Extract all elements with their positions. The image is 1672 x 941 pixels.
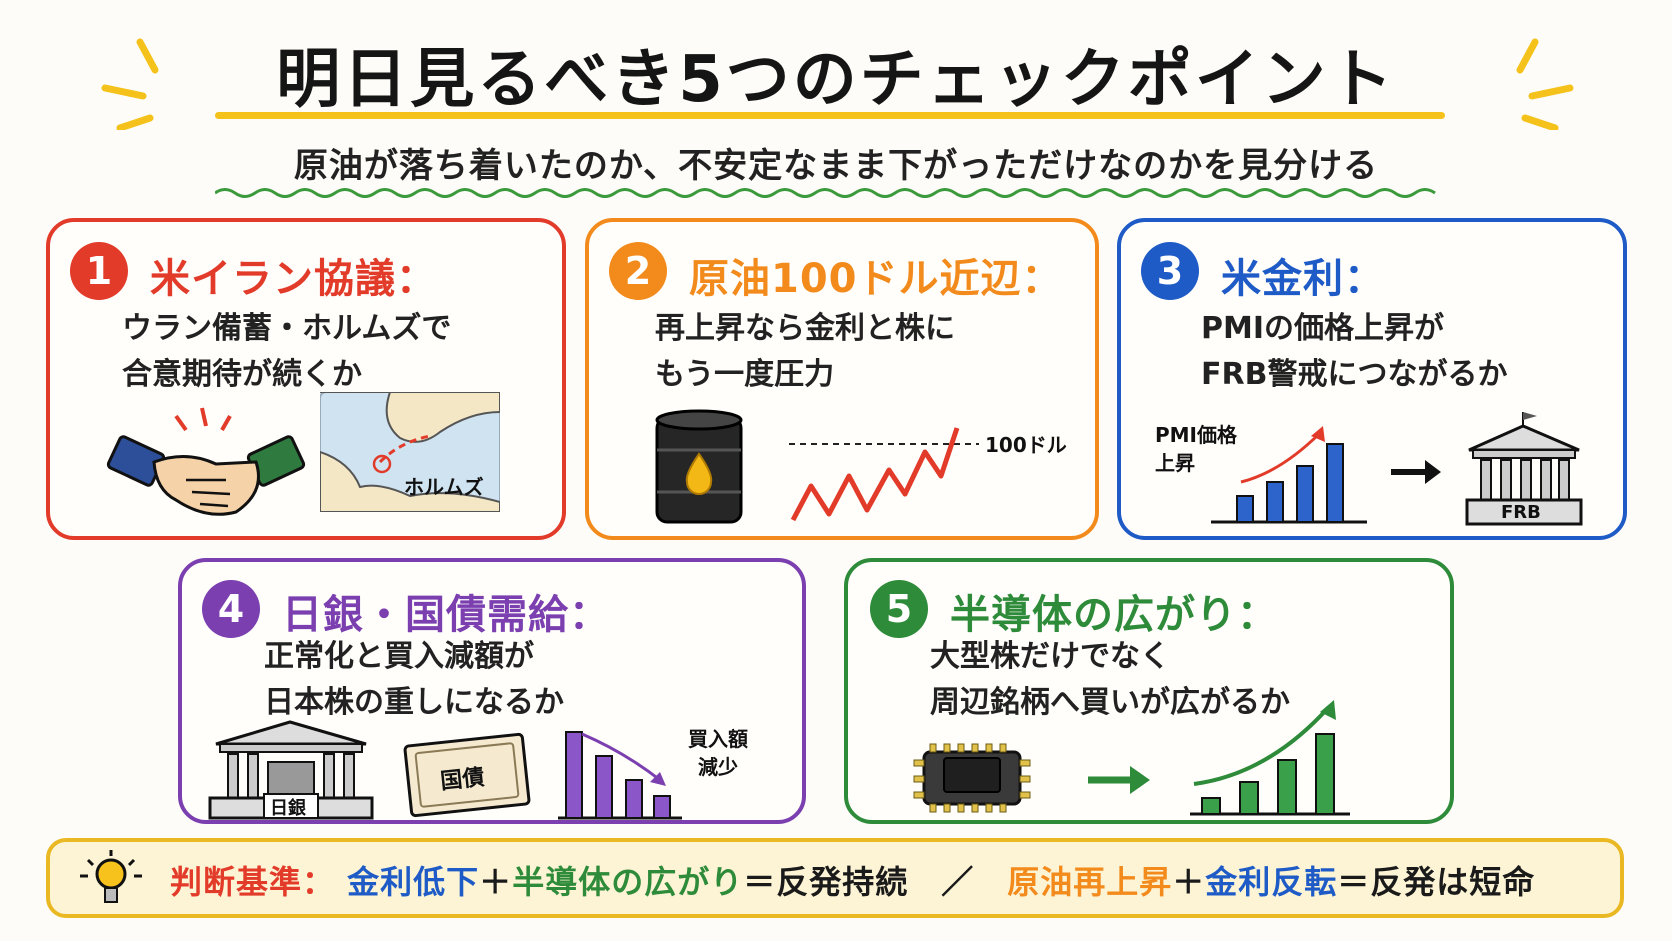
pmi-label-2: 上昇 [1155,451,1195,475]
criteria-plus: ＋ [479,863,513,901]
card-number-badge: 2 [609,242,667,300]
card-us-iran-talks: 1 米イラン協議： ウラン備蓄・ホルムズで 合意期待が続くか ホルムズ [46,218,566,540]
handshake-icon [106,407,306,516]
threshold-label: 100ドル [985,433,1067,457]
card-oil-100: 2 原油100ドル近辺： 再上昇なら金利と株に もう一度圧力 100ドル [585,218,1099,540]
pmi-bar [1326,443,1344,523]
card-title: 半導体の広がり： [950,592,1278,638]
sparkle-right-icon [1516,38,1574,130]
purchase-bar [625,779,643,819]
pmi-label: PMI価格 [1155,423,1238,447]
purchase-bar [565,731,583,819]
purchase-label-1: 買入額 [688,727,748,751]
oil-price-line-chart: 100ドル [789,427,1067,522]
card-desc-line-2: もう一度圧力 [655,357,835,392]
pmi-bar [1296,465,1314,523]
card-desc-line-1: 再上昇なら金利と株に [655,311,955,346]
card-desc-line-1: PMIの価格上昇が [1201,311,1445,346]
purchase-label-2: 減少 [698,755,738,779]
purchase-bar [653,795,671,819]
card-desc-line-1: 正常化と買入減額が [264,639,534,674]
card-number-badge: 5 [870,580,928,638]
chip-icon [913,743,1031,813]
criteria-rate-fall: 金利低下 [347,863,480,901]
pmi-bar [1236,495,1254,523]
subtitle-wavy-underline [215,188,1436,198]
card-title: 米イラン協議： [150,256,437,302]
page-subtitle: 原油が落ち着いたのか、不安定なまま下がっただけなのかを見分ける [293,146,1379,186]
card-boj-bonds: 4 日銀・国債需給： 正常化と買入減額が 日本株の重しになるか 日銀 国債 買入… [178,558,806,824]
card-desc-line-2: 周辺銘柄へ買いが広がるか [930,685,1290,720]
card-title: 米金利： [1221,256,1385,302]
card-desc-line-1: 大型株だけでなく [930,639,1170,674]
criteria-rate-reversal: 金利反転 [1205,863,1338,901]
semiconductor-diagram [913,700,1350,816]
boj-bond-diagram: 日銀 国債 買入額 減少 [208,720,748,820]
criteria-result-sustain: ＝反発持続 ／ [743,863,1008,901]
card-number-badge: 1 [70,242,128,300]
government-bond-certificate-icon [403,732,531,818]
judgment-criteria-bar: 判断基準： 金利低下＋半導体の広がり＝反発持続 ／ 原油再上昇＋金利反転＝反発は… [46,838,1624,918]
criteria-label: 判断基準： [170,863,336,901]
semiconductor-bar [1315,733,1335,815]
card-us-rates: 3 米金利： PMIの価格上昇が FRB警戒につながるか PMI価格 上昇 FR… [1117,218,1627,540]
oil-price-series [790,427,960,522]
sparkle-left-icon [101,38,159,130]
criteria-result-short: ＝反発は短命 [1337,863,1536,901]
semiconductor-bar [1201,797,1221,815]
criteria-plus: ＋ [1172,863,1206,901]
frb-label: FRB [1501,502,1541,523]
card-desc-line-2: 合意期待が続くか [122,357,362,392]
lightbulb-icon [80,850,142,903]
card-title: 原油100ドル近辺： [689,256,1063,302]
criteria-semis-spread: 半導体の広がり [512,863,744,901]
criteria-text: 判断基準： 金利低下＋半導体の広がり＝反発持続 ／ 原油再上昇＋金利反転＝反発は… [170,857,1535,903]
frb-building-icon [1465,412,1583,526]
card-semiconductors: 5 半導体の広がり： 大型株だけでなく 周辺銘柄へ買いが広がるか [844,558,1454,824]
pmi-bar [1266,481,1284,523]
semiconductor-bar [1239,781,1259,815]
boj-building-icon [208,720,374,820]
criteria-oil-rebound: 原油再上昇 [1007,863,1173,901]
map-label: ホルムズ [404,475,484,499]
oil-barrel-icon [655,409,743,524]
card-desc-line-1: ウラン備蓄・ホルムズで [122,311,452,346]
card-desc-line-2: FRB警戒につながるか [1201,357,1508,392]
pmi-to-frb-diagram: PMI価格 上昇 FRB [1155,412,1583,526]
hormuz-map-icon: ホルムズ [320,392,500,512]
semiconductor-bar [1277,759,1297,815]
card-title: 日銀・国債需給： [282,592,610,638]
card-number-badge: 3 [1141,242,1199,300]
purchase-bar [595,755,613,819]
bond-label: 国債 [439,765,485,794]
boj-label: 日銀 [270,797,306,819]
card-desc-line-2: 日本株の重しになるか [264,685,564,720]
page-title: 明日見るべき5つのチェックポイント [276,43,1396,117]
title-underline [215,112,1445,119]
card-number-badge: 4 [202,580,260,638]
